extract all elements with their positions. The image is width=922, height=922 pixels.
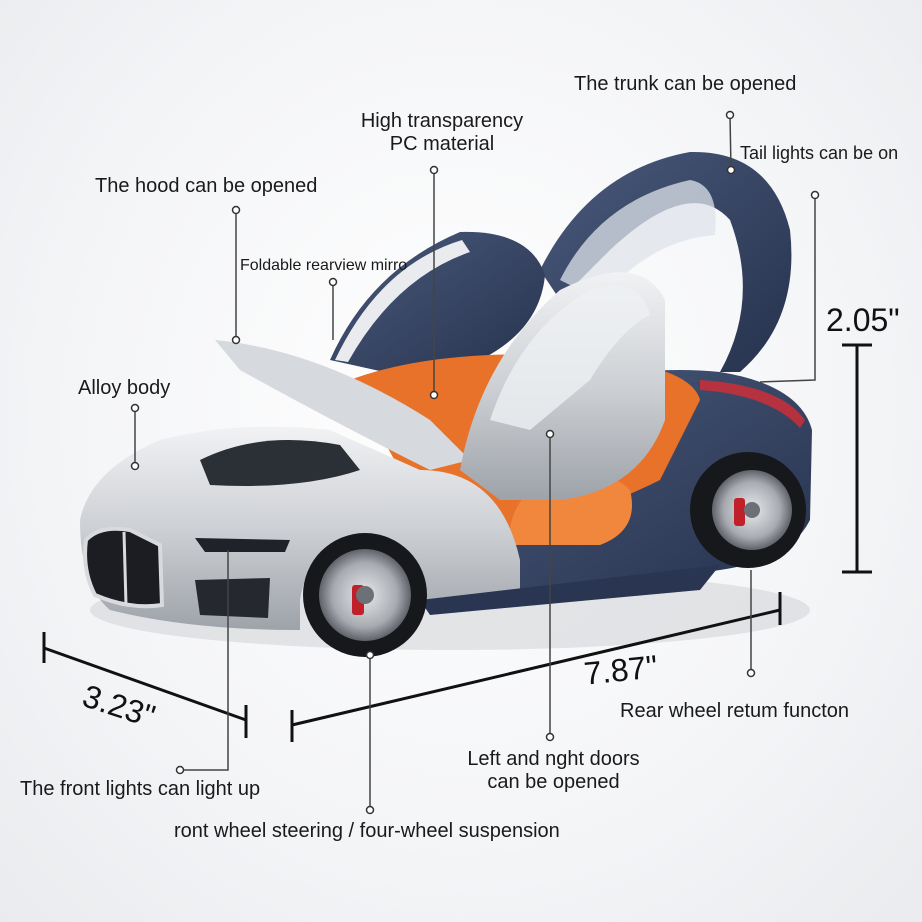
right-door-window (490, 285, 650, 430)
grille-divider (122, 531, 128, 606)
tail-light (700, 380, 805, 428)
label-pc-material: High transparency PC material (348, 110, 536, 156)
label-doors-line1: Left and nght doors (467, 748, 640, 770)
front-wheel (303, 533, 427, 657)
height-dimension-line (842, 343, 872, 574)
label-rear-wheel: Rear wheel retum functon (620, 700, 850, 722)
leader-dots (130, 110, 820, 815)
label-pc-material-line1: High transparency (360, 110, 524, 132)
label-hood: The hood can be opened (95, 175, 318, 197)
raised-hood (215, 340, 470, 470)
rear-door-window (560, 180, 716, 300)
side-sill (420, 565, 720, 615)
label-pc-material-line2: PC material (389, 133, 495, 155)
raised-left-door (330, 231, 545, 380)
left-door-frame (335, 240, 470, 362)
width-dimension-line (42, 632, 248, 738)
raised-rear-door (540, 151, 792, 372)
label-alloy-body: Alloy body (78, 377, 171, 399)
label-front-lights: The front lights can light up (20, 778, 261, 800)
lower-intake (195, 578, 270, 618)
label-mirror: Foldable rearview mirro (240, 257, 408, 274)
dimension-height: 2.05" (826, 302, 900, 338)
label-doors: Left and nght doors can be opened (446, 748, 661, 794)
leader-lines (134, 114, 816, 810)
label-steering: ront wheel steering / four-wheel suspens… (174, 820, 560, 842)
rear-wheel (690, 452, 806, 568)
length-dimension-line (290, 592, 782, 742)
label-trunk: The trunk can be opened (574, 73, 797, 95)
headlight (195, 538, 290, 552)
engine-bay (200, 440, 360, 486)
label-tail-lights: Tail lights can be on (740, 143, 899, 163)
dimension-length: 7.87" (582, 648, 660, 692)
label-doors-line2: can be opened (487, 771, 620, 793)
